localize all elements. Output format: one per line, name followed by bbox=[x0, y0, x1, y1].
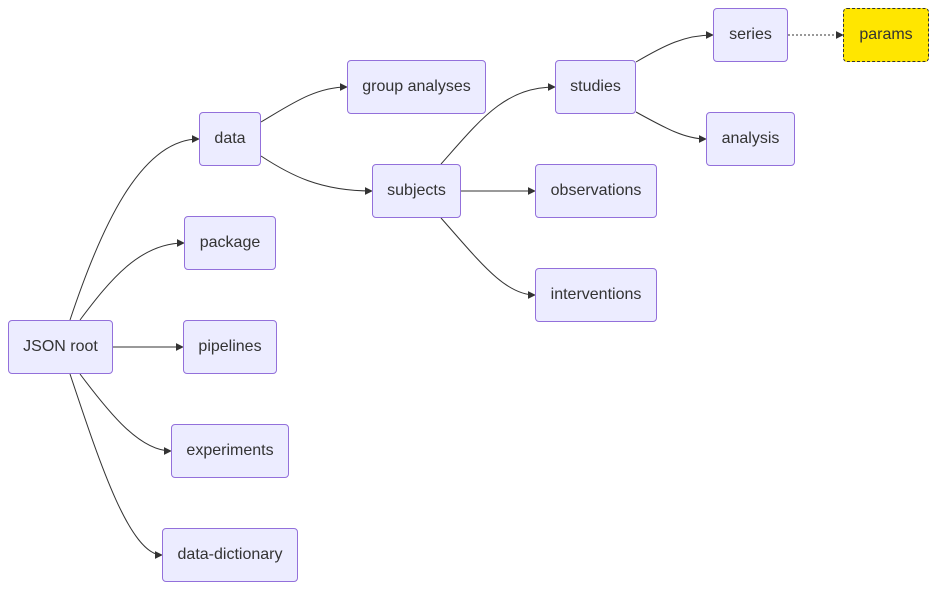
edge-json-root-data bbox=[69, 135, 200, 321]
node-experiments[interactable]: experiments bbox=[171, 424, 289, 478]
node-params[interactable]: params bbox=[843, 8, 929, 62]
node-series-label: series bbox=[729, 26, 772, 43]
node-group-analyses-label: group analyses bbox=[362, 78, 471, 95]
node-json-root-label: JSON root bbox=[23, 338, 98, 355]
node-package[interactable]: package bbox=[184, 216, 276, 270]
node-observations[interactable]: observations bbox=[535, 164, 657, 218]
node-experiments-label: experiments bbox=[186, 442, 274, 459]
node-series[interactable]: series bbox=[713, 8, 788, 62]
edge-subjects-interventions bbox=[440, 217, 536, 299]
node-analysis-label: analysis bbox=[721, 130, 780, 147]
edge-data-subjects bbox=[260, 155, 373, 195]
node-studies[interactable]: studies bbox=[555, 60, 636, 114]
node-params-label: params bbox=[859, 26, 913, 43]
edge-studies-series bbox=[635, 31, 714, 63]
node-pipelines[interactable]: pipelines bbox=[183, 320, 277, 374]
edge-subjects-studies bbox=[440, 83, 556, 165]
edge-data-group-analyses bbox=[260, 83, 348, 123]
node-interventions[interactable]: interventions bbox=[535, 268, 657, 322]
node-studies-label: studies bbox=[570, 78, 621, 95]
edge-json-root-data-dictionary bbox=[69, 373, 163, 559]
edge-studies-analysis bbox=[635, 111, 707, 143]
node-data-label: data bbox=[214, 130, 246, 147]
edge-json-root-experiments bbox=[79, 373, 172, 455]
node-analysis[interactable]: analysis bbox=[706, 112, 795, 166]
node-json-root[interactable]: JSON root bbox=[8, 320, 113, 374]
node-group-analyses[interactable]: group analyses bbox=[347, 60, 486, 114]
node-data[interactable]: data bbox=[199, 112, 261, 166]
node-data-dictionary-label: data-dictionary bbox=[177, 546, 283, 563]
edge-json-root-package bbox=[79, 239, 185, 321]
node-observations-label: observations bbox=[550, 182, 642, 199]
node-package-label: package bbox=[199, 234, 261, 251]
node-subjects[interactable]: subjects bbox=[372, 164, 461, 218]
node-subjects-label: subjects bbox=[387, 182, 446, 199]
node-pipelines-label: pipelines bbox=[198, 338, 262, 355]
node-interventions-label: interventions bbox=[550, 286, 642, 303]
node-data-dictionary[interactable]: data-dictionary bbox=[162, 528, 298, 582]
